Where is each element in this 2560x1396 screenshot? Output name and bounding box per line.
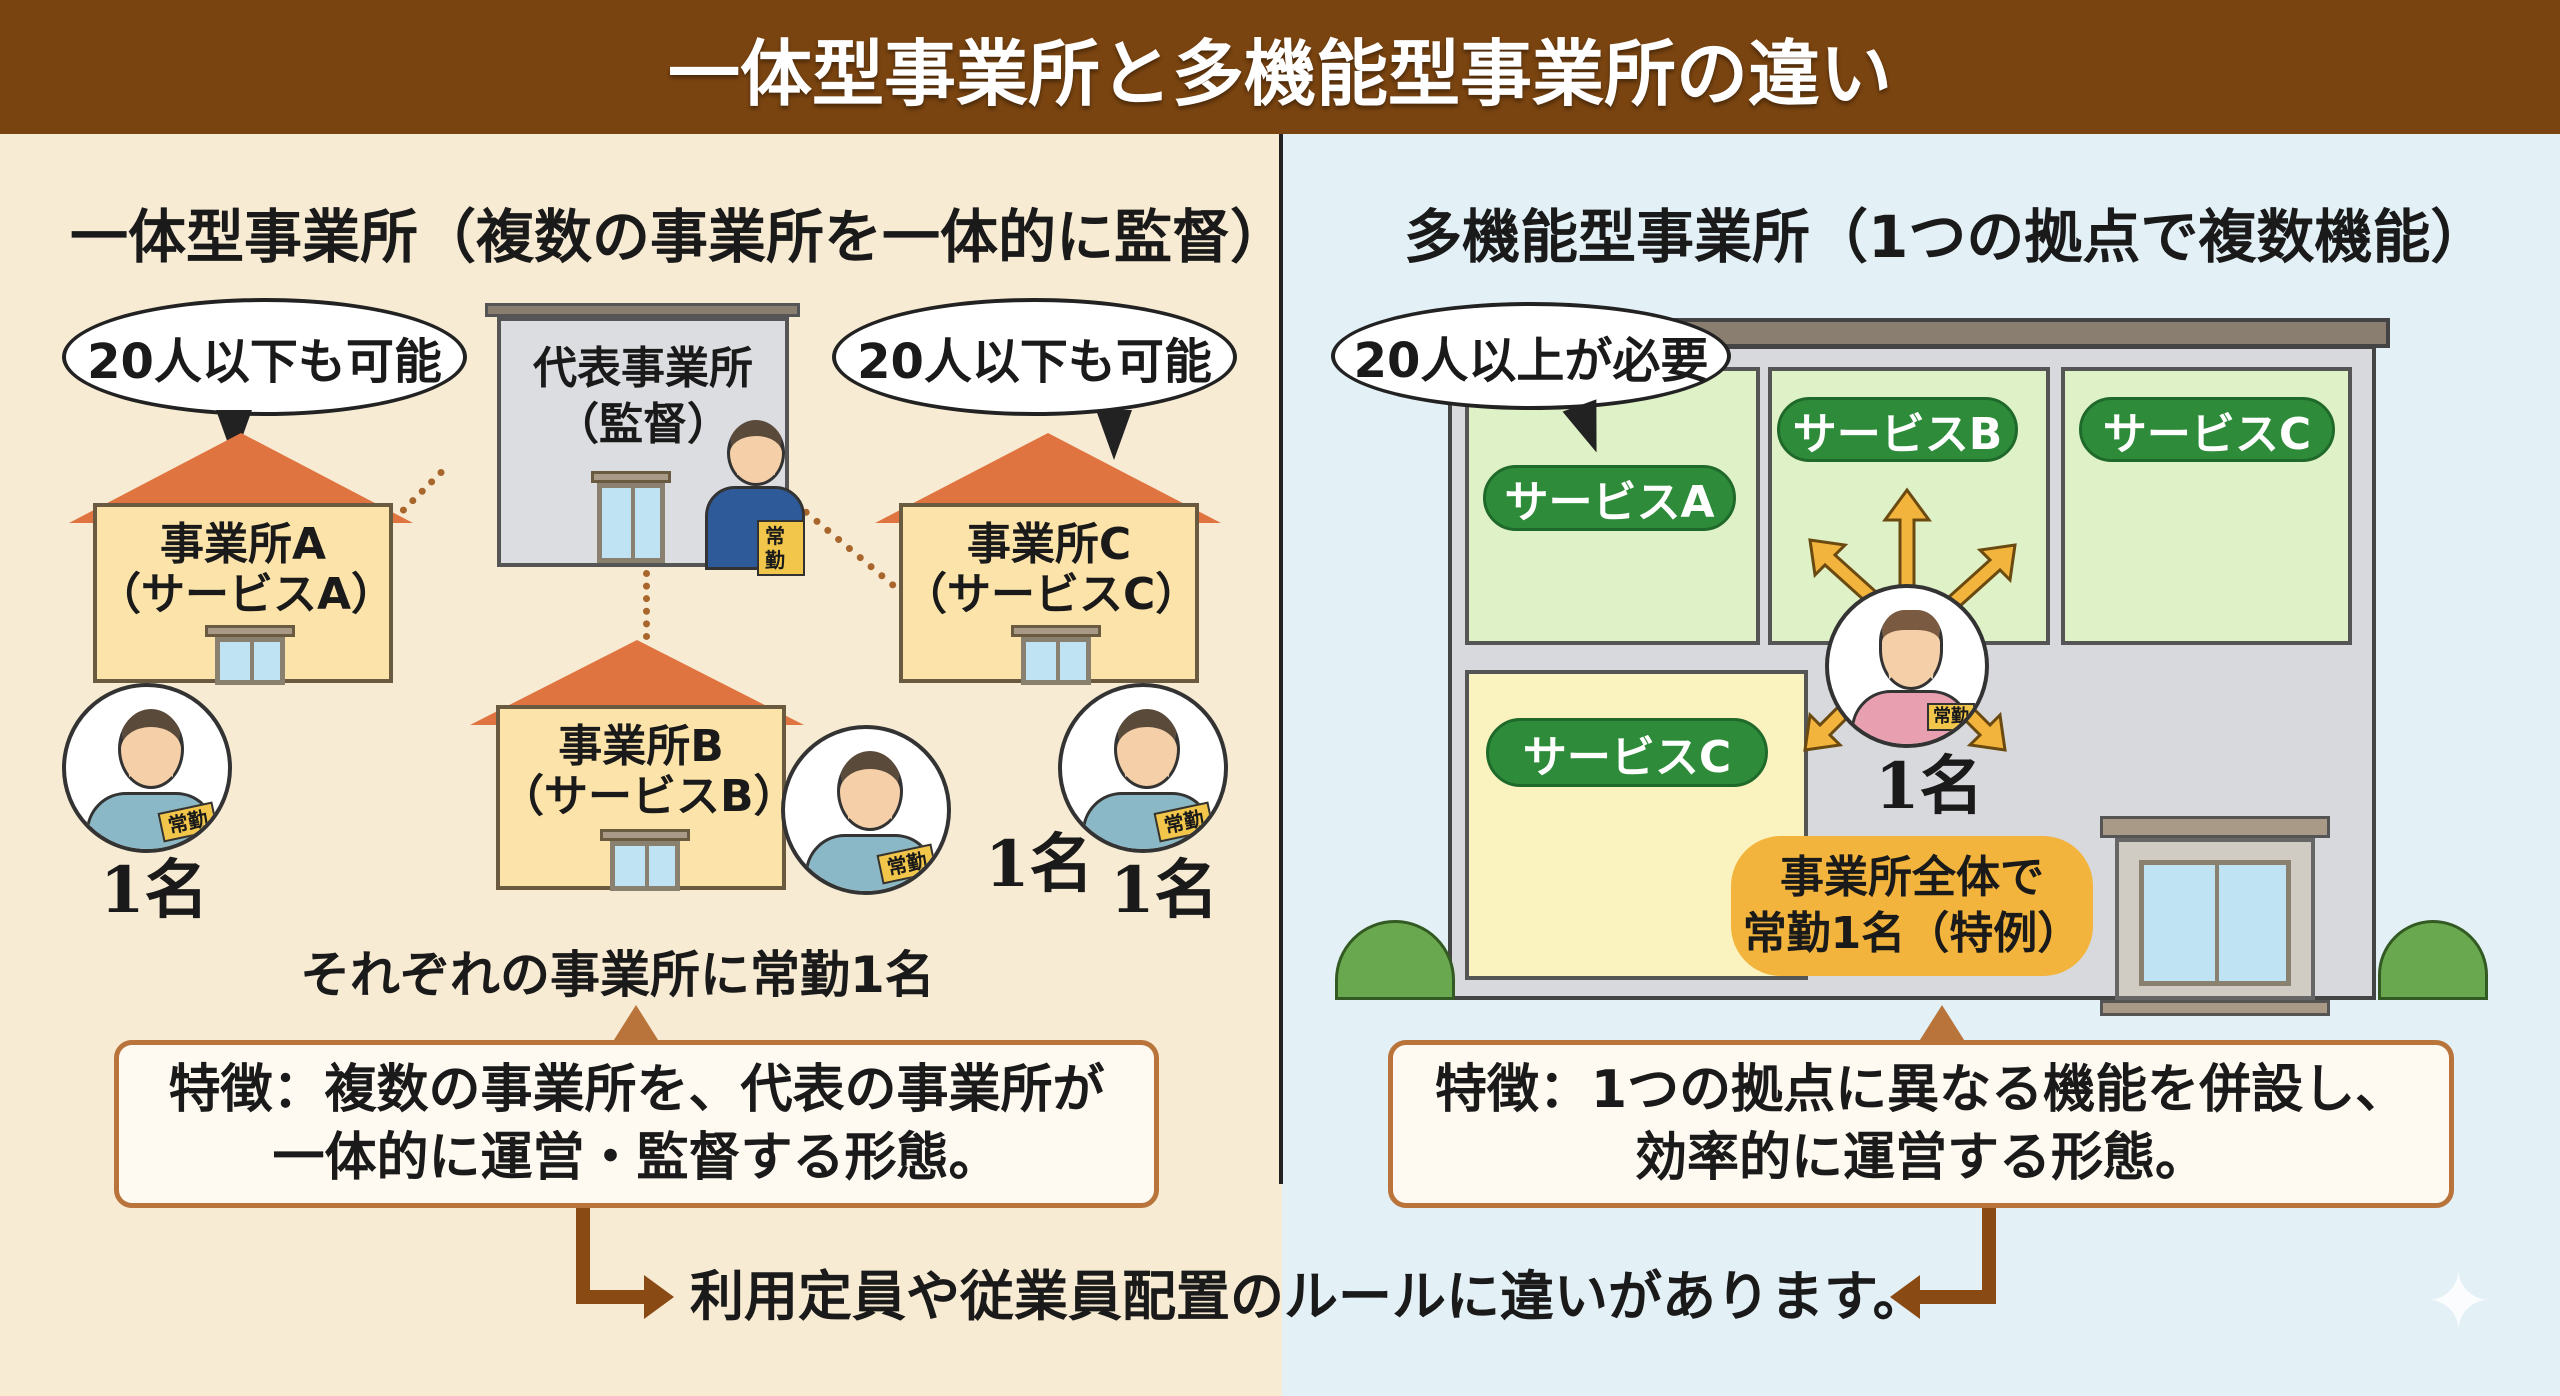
feature-line: 一体的に運営・監督する形態。 xyxy=(272,1128,1001,1188)
door-lintel xyxy=(591,471,671,483)
head xyxy=(727,420,785,486)
staff-avatar-c: 常勤 xyxy=(1058,683,1228,853)
bush-right xyxy=(2378,920,2488,1000)
office-service: （サービスA） xyxy=(97,569,396,620)
office-c-house: 事業所C （サービスC） xyxy=(875,433,1221,685)
office-name: 事業所B xyxy=(558,721,724,772)
speech-bubble-left-1: 20人以下も可能 xyxy=(62,298,467,460)
speech-bubble-right: 20人以上が必要 xyxy=(1331,302,1731,459)
left-heading: 一体型事業所（複数の事業所を一体的に監督） xyxy=(70,203,1289,271)
rep-office-role: （監督） xyxy=(555,399,731,450)
right-heading: 多機能型事業所（1つの拠点で複数機能） xyxy=(1404,203,2489,271)
exception-line: 常勤1名（特例） xyxy=(1742,908,2082,959)
title-bar: 一体型事業所と多機能型事業所の違い xyxy=(0,0,2560,134)
head xyxy=(837,751,903,831)
door xyxy=(215,637,285,685)
connector-left xyxy=(576,1208,590,1304)
office-service: （サービスC） xyxy=(903,569,1200,620)
box-pointer xyxy=(1918,1005,1966,1043)
service-a-label: サービスA xyxy=(1483,465,1736,531)
house-body: 事業所C （サービスC） xyxy=(899,503,1200,685)
entrance-canopy xyxy=(2100,816,2330,838)
door xyxy=(597,483,665,563)
bubble-text: 20人以上が必要 xyxy=(1353,333,1709,389)
staff-count-right: 1名 xyxy=(1875,749,1984,824)
office-name: 事業所A xyxy=(159,519,327,570)
bubble-text: 20人以下も可能 xyxy=(87,334,442,390)
house-body: 事業所A （サービスA） xyxy=(93,503,396,685)
head xyxy=(118,709,184,789)
feature-line: 効率的に運営する形態。 xyxy=(1634,1128,2207,1188)
office-name: 事業所C xyxy=(966,519,1132,570)
page-title: 一体型事業所と多機能型事業所の違い xyxy=(667,31,1892,116)
door xyxy=(1021,637,1091,685)
badge-joukin: 常勤 xyxy=(1927,703,1975,731)
staff-count-a: 1名 xyxy=(100,853,209,928)
door-lintel xyxy=(205,625,295,637)
box-pointer xyxy=(612,1005,660,1043)
staff-avatar-a: 常勤 xyxy=(62,683,232,853)
exception-line: 事業所全体で xyxy=(1780,852,2044,903)
feature-line: 特徴：1つの拠点に異なる機能を併設し、 xyxy=(1434,1060,2408,1120)
left-summary: それぞれの事業所に常勤1名 xyxy=(300,946,935,1004)
door-lintel xyxy=(600,829,690,841)
arrow-right-icon xyxy=(644,1275,674,1319)
arrow-left-icon xyxy=(1890,1275,1920,1319)
office-a-house: 事業所A （サービスA） xyxy=(69,433,413,685)
house-body: 事業所B （サービスB） xyxy=(496,705,798,891)
connector-right xyxy=(1982,1208,1996,1304)
staff-avatar-b: 常勤 xyxy=(781,725,951,895)
left-feature-box: 特徴：複数の事業所を、代表の事業所が 一体的に運営・監督する形態。 xyxy=(114,1040,1159,1208)
speech-bubble-left-2: 20人以下も可能 xyxy=(832,298,1237,460)
supervisor-person: 常勤 xyxy=(705,420,805,576)
entrance-step xyxy=(2100,1000,2330,1016)
footer-note: 利用定員や従業員配置のルールに違いがあります。 xyxy=(690,1265,1927,1328)
arrow-up-icon xyxy=(1882,487,1932,592)
entrance xyxy=(2115,838,2315,1000)
panel-divider xyxy=(1279,134,1283,1184)
bubble-text: 20人以下も可能 xyxy=(857,334,1212,390)
manager-avatar: 常勤 xyxy=(1825,584,1989,748)
service-c-label: サービスC xyxy=(2079,397,2335,462)
staff-count-c: 1名 xyxy=(1110,853,1219,928)
right-feature-box: 特徴：1つの拠点に異なる機能を併設し、 効率的に運営する形態。 xyxy=(1388,1040,2454,1208)
office-service: （サービスB） xyxy=(500,771,798,822)
connector-left xyxy=(576,1290,646,1304)
head xyxy=(1114,709,1180,789)
entrance-door xyxy=(2139,860,2291,986)
connector-right xyxy=(1920,1290,1996,1304)
door xyxy=(610,841,680,891)
feature-line: 特徴：複数の事業所を、代表の事業所が xyxy=(168,1060,1105,1120)
office-b-house: 事業所B （サービスB） xyxy=(470,640,804,891)
door-lintel xyxy=(1011,625,1101,637)
service-b-label: サービスB xyxy=(1777,397,2018,462)
rep-office-name: 代表事業所 xyxy=(533,343,753,394)
rep-office-roof xyxy=(485,303,800,317)
sparkle-icon: ✦ xyxy=(2425,1255,2493,1348)
service-c-lower-label: サービスC xyxy=(1486,718,1768,787)
staff-count-b: 1名 xyxy=(985,827,1094,902)
head xyxy=(1879,610,1943,690)
badge-joukin: 常勤 xyxy=(757,520,805,576)
connector-line xyxy=(643,570,650,640)
exception-badge: 事業所全体で 常勤1名（特例） xyxy=(1731,836,2093,976)
